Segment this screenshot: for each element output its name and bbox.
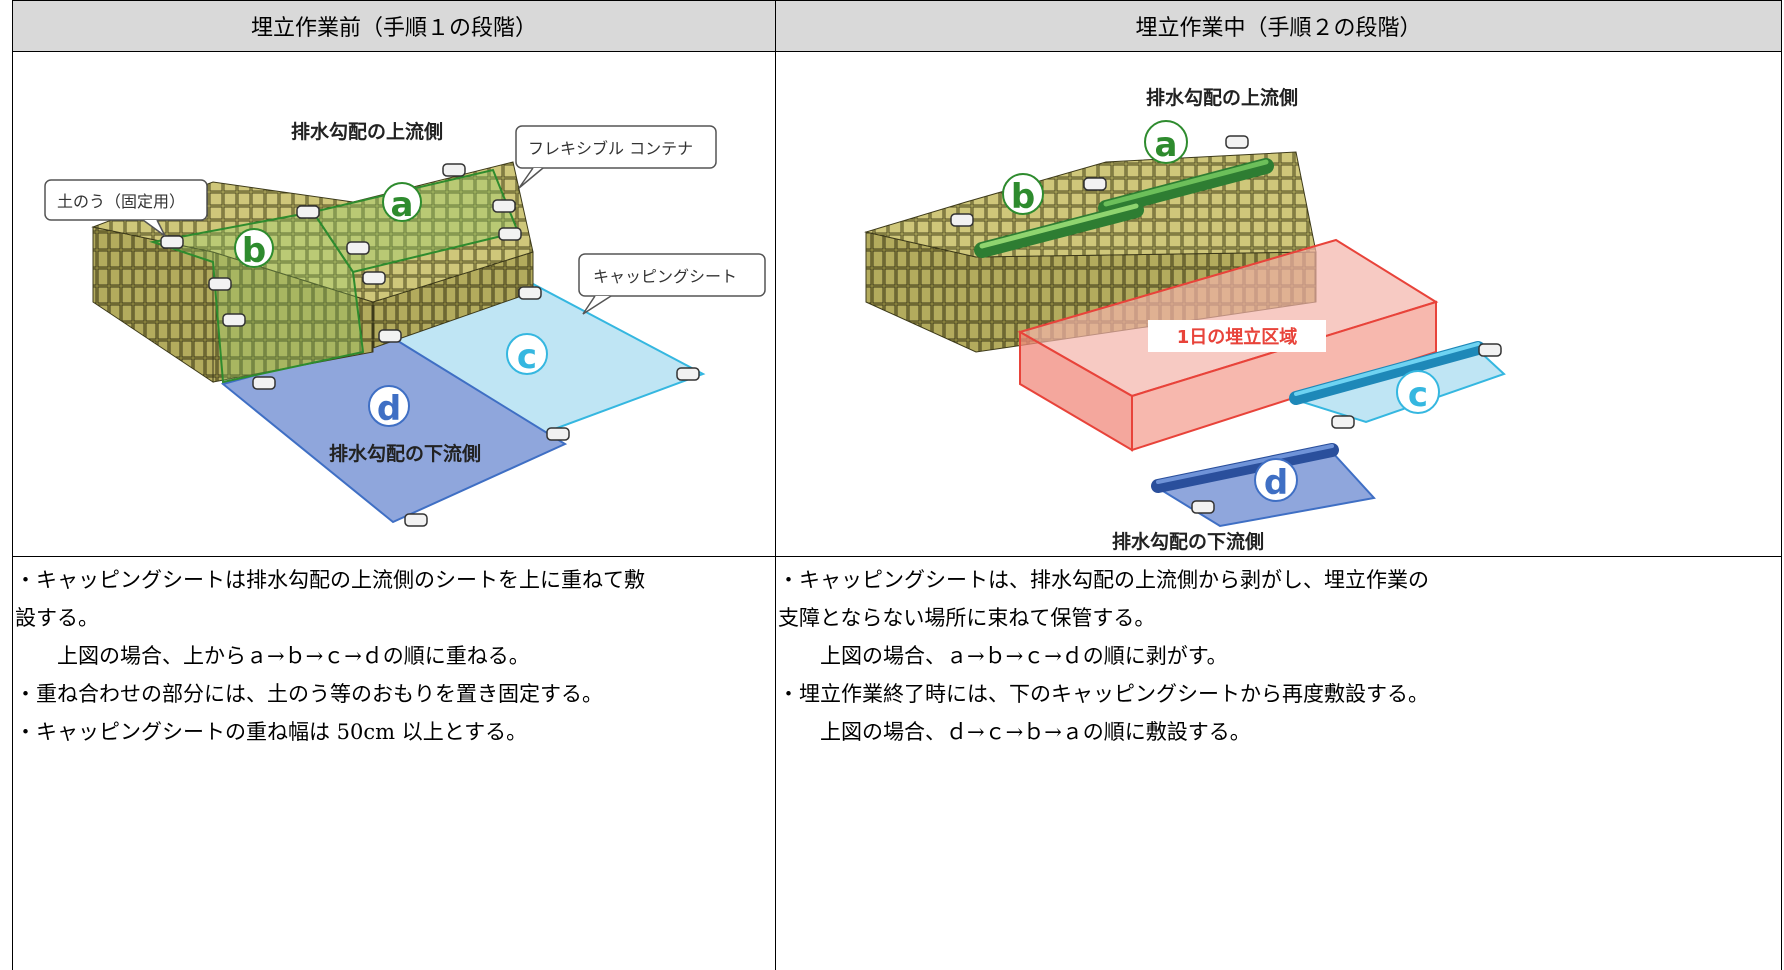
- description-during: ・キャッピングシートは、排水勾配の上流側から剥がし、埋立作業の 支障とならない場…: [776, 557, 1781, 970]
- desc-right-line-5: 上図の場合、ｄ→ｃ→ｂ→ａの順に敷設する。: [820, 720, 1251, 744]
- header-right-text: 埋立作業中（手順２の段階）: [1135, 16, 1422, 41]
- downstream-label-right: 排水勾配の下流側: [1112, 530, 1264, 553]
- desc-right-line-3: 上図の場合、ａ→ｂ→ｃ→ｄの順に剥がす。: [820, 644, 1228, 668]
- letter-a-left: a: [382, 182, 422, 225]
- desc-right-line-2: 支障とならない場所に束ねて保管する。: [778, 606, 1156, 630]
- desc-left-line-5: ・キャッピングシートの重ね幅は 50cm 以上とする。: [15, 720, 528, 744]
- letter-d-right: d: [1254, 458, 1298, 503]
- sheet-callout: キャッピングシート: [578, 253, 766, 315]
- desc-right-line-4: ・埋立作業終了時には、下のキャッピングシートから再度敷設する。: [778, 682, 1429, 706]
- letter-c-left: c: [506, 333, 548, 377]
- figure-before-landfill: 排水勾配の上流側 排水勾配の下流側 フレキシブル コンテナ 土のう（固定用） キ…: [13, 52, 775, 556]
- desc-right-line-1: ・キャッピングシートは、排水勾配の上流側から剥がし、埋立作業の: [778, 568, 1429, 592]
- sandbag-callout: 土のう（固定用）: [44, 179, 208, 237]
- svg-text:c: c: [1408, 375, 1428, 415]
- svg-text:b: b: [242, 231, 266, 271]
- figure-before-svg: 排水勾配の上流側 排水勾配の下流側 フレキシブル コンテナ 土のう（固定用） キ…: [44, 120, 766, 527]
- figure-during-landfill: 1日の埋立区域 排: [776, 52, 1781, 556]
- sheet-callout-text: キャッピングシート: [593, 267, 737, 286]
- letter-d-left: d: [368, 385, 410, 429]
- rolled-sheet-a: [1098, 158, 1274, 216]
- container-callout-text: フレキシブル コンテナ: [528, 139, 693, 158]
- header-left: 埋立作業前（手順１の段階）: [13, 1, 775, 51]
- upstream-label-right: 排水勾配の上流側: [1146, 86, 1298, 109]
- svg-text:b: b: [1011, 177, 1035, 217]
- svg-text:a: a: [1155, 125, 1178, 165]
- desc-left-line-4: ・重ね合わせの部分には、土のう等のおもりを置き固定する。: [15, 682, 603, 706]
- letter-b-left: b: [234, 228, 274, 271]
- desc-left-line-1: ・キャッピングシートは排水勾配の上流側のシートを上に重ねて敷: [15, 568, 645, 592]
- zone-label: 1日の埋立区域: [1177, 326, 1298, 348]
- letter-b-right: b: [1002, 173, 1044, 217]
- description-before: ・キャッピングシートは排水勾配の上流側のシートを上に重ねて敷 設する。 上図の場…: [13, 557, 775, 970]
- container-callout: フレキシブル コンテナ: [515, 125, 717, 189]
- downstream-label-left: 排水勾配の下流側: [329, 442, 481, 465]
- upstream-label-left: 排水勾配の上流側: [291, 120, 443, 143]
- letter-a-right: a: [1144, 120, 1188, 165]
- svg-text:a: a: [391, 185, 414, 225]
- rolled-sheet-b: [974, 202, 1144, 258]
- instruction-table: 埋立作業前（手順１の段階） 埋立作業中（手順２の段階）: [12, 0, 1782, 970]
- desc-left-line-2: 設する。: [15, 606, 99, 630]
- svg-text:c: c: [517, 337, 537, 377]
- daily-landfill-zone: 1日の埋立区域: [1017, 238, 1439, 452]
- svg-text:d: d: [377, 389, 401, 429]
- header-left-text: 埋立作業前（手順１の段階）: [250, 16, 537, 41]
- sandbags: [160, 163, 700, 527]
- svg-text:d: d: [1264, 463, 1288, 503]
- sandbags-right: [950, 135, 1502, 514]
- desc-left-line-3: 上図の場合、上からａ→ｂ→ｃ→ｄの順に重ねる。: [57, 644, 530, 668]
- letter-c-right: c: [1396, 370, 1440, 415]
- header-right: 埋立作業中（手順２の段階）: [776, 1, 1781, 51]
- sandbag-callout-text: 土のう（固定用）: [57, 192, 185, 211]
- figure-during-svg: 1日の埋立区域 排: [864, 86, 1506, 553]
